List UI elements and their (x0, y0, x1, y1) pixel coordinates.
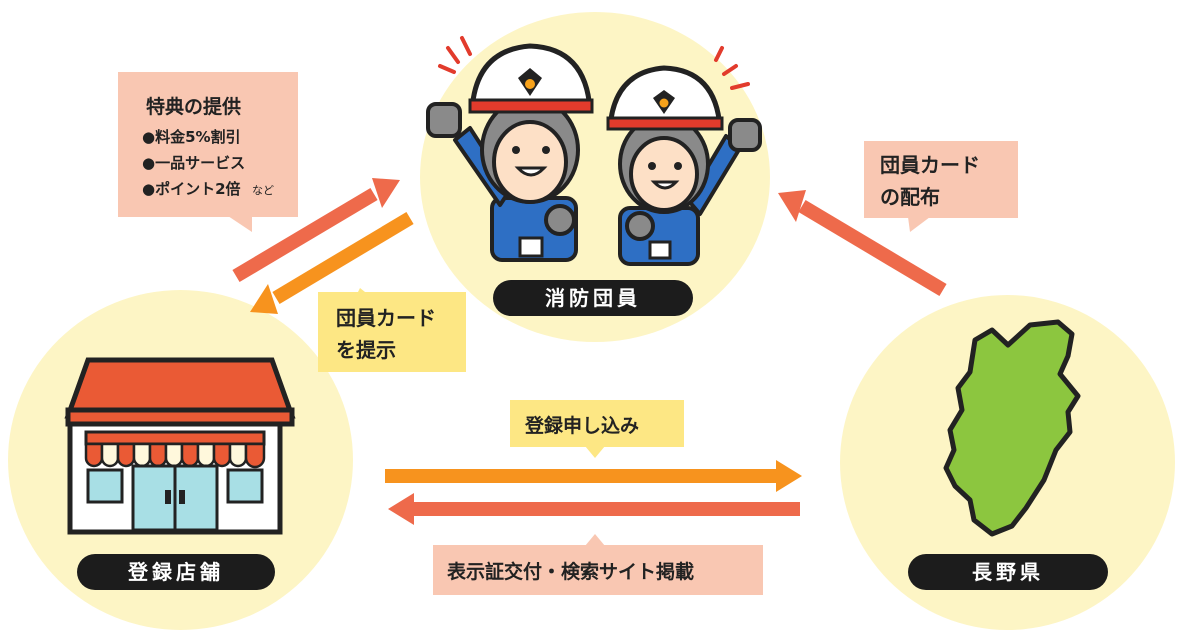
certificate-label: 表示証交付・検索サイト掲載 (447, 561, 695, 583)
registration-callout: 登録申し込み (510, 400, 684, 447)
card-present-line: を提示 (336, 338, 396, 362)
store-illustration (64, 357, 296, 535)
card-distribute-callout: 団員カード の配布 (864, 141, 1018, 218)
benefits-tail (228, 216, 252, 232)
arrow-certificate (388, 493, 800, 525)
card-present-line: 団員カード (336, 306, 436, 330)
store-label: 登録店舗 (77, 554, 275, 590)
arrow-benefit (232, 178, 400, 283)
firefighter-female (606, 46, 762, 266)
card-present-callout: 団員カード を提示 (318, 292, 466, 372)
registration-tail (585, 446, 605, 458)
nagano-map (943, 319, 1081, 537)
firefighter-male (426, 36, 594, 262)
card-distribute-line: 団員カード (880, 153, 980, 177)
benefits-item: ●ポイント2倍 (142, 180, 241, 198)
benefits-note: など (252, 184, 274, 197)
card-distribute-line: の配布 (880, 185, 940, 209)
firefighters-label: 消防団員 (493, 280, 693, 316)
prefecture-label: 長野県 (908, 554, 1108, 590)
benefits-title: 特典の提供 (146, 96, 242, 118)
registration-label: 登録申し込み (525, 415, 640, 437)
arrow-card-present (250, 211, 414, 314)
arrow-registration (385, 460, 802, 492)
benefits-item: ●一品サービス (142, 154, 246, 172)
certificate-tail (585, 534, 605, 546)
certificate-callout: 表示証交付・検索サイト掲載 (433, 545, 763, 595)
benefits-item: ●料金5%割引 (142, 128, 241, 146)
benefits-callout: 特典の提供 ●料金5%割引 ●一品サービス ●ポイント2倍 など (118, 72, 298, 217)
card-distribute-tail (908, 217, 930, 232)
arrow-card-distribute (778, 190, 947, 297)
